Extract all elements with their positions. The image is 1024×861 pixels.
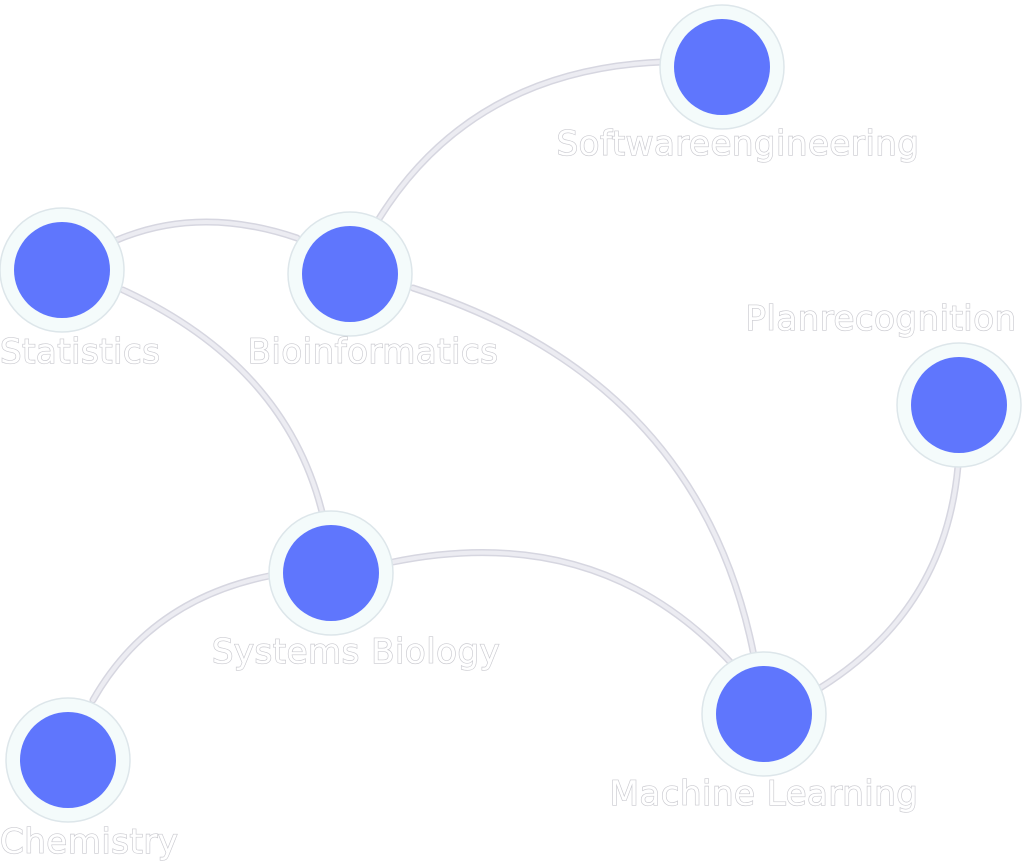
edge-line bbox=[91, 574, 271, 702]
node-circle[interactable] bbox=[14, 222, 110, 318]
edge-statistics-to-bioinformatics bbox=[113, 218, 301, 244]
edges-layer bbox=[89, 58, 962, 704]
edge-statistics-to-systems-biology bbox=[119, 286, 326, 516]
node-label-machine-learning: Machine Learning bbox=[610, 774, 919, 814]
edge-outline bbox=[119, 286, 326, 516]
node-label-statistics: Statistics bbox=[0, 332, 160, 372]
node-circle[interactable] bbox=[283, 525, 379, 621]
edge-line bbox=[411, 286, 756, 658]
node-planrecognition[interactable] bbox=[896, 342, 1022, 468]
edge-bioinformatics-to-machine-learning bbox=[409, 284, 758, 660]
edge-bioinformatics-to-softwareengineering bbox=[373, 58, 666, 226]
node-statistics[interactable] bbox=[0, 207, 125, 333]
node-circle[interactable] bbox=[20, 712, 116, 808]
node-label-chemistry: Chemistry bbox=[0, 822, 178, 861]
node-systems-biology[interactable] bbox=[268, 510, 394, 636]
edge-machine-learning-to-planrecognition bbox=[816, 462, 962, 692]
edge-line bbox=[375, 60, 664, 224]
edge-line bbox=[121, 288, 324, 514]
node-chemistry[interactable] bbox=[5, 697, 131, 823]
node-circle[interactable] bbox=[716, 666, 812, 762]
node-label-systems-biology: Systems Biology bbox=[212, 632, 500, 672]
node-label-bioinformatics: Bioinformatics bbox=[248, 332, 499, 372]
edge-systems-biology-to-machine-learning bbox=[389, 549, 737, 669]
edge-systems-biology-to-chemistry bbox=[89, 572, 273, 704]
node-machine-learning[interactable] bbox=[701, 651, 827, 777]
node-circle[interactable] bbox=[302, 226, 398, 322]
node-circle[interactable] bbox=[674, 19, 770, 115]
node-softwareengineering[interactable] bbox=[659, 4, 785, 130]
edge-line bbox=[818, 464, 960, 690]
node-bioinformatics[interactable] bbox=[287, 211, 413, 337]
node-label-planrecognition: Planrecognition bbox=[745, 299, 1016, 339]
node-circle[interactable] bbox=[911, 357, 1007, 453]
edge-outline bbox=[816, 462, 962, 692]
edge-line bbox=[391, 550, 735, 667]
node-label-softwareengineering: Softwareengineering bbox=[557, 124, 920, 164]
edge-line bbox=[115, 220, 299, 242]
